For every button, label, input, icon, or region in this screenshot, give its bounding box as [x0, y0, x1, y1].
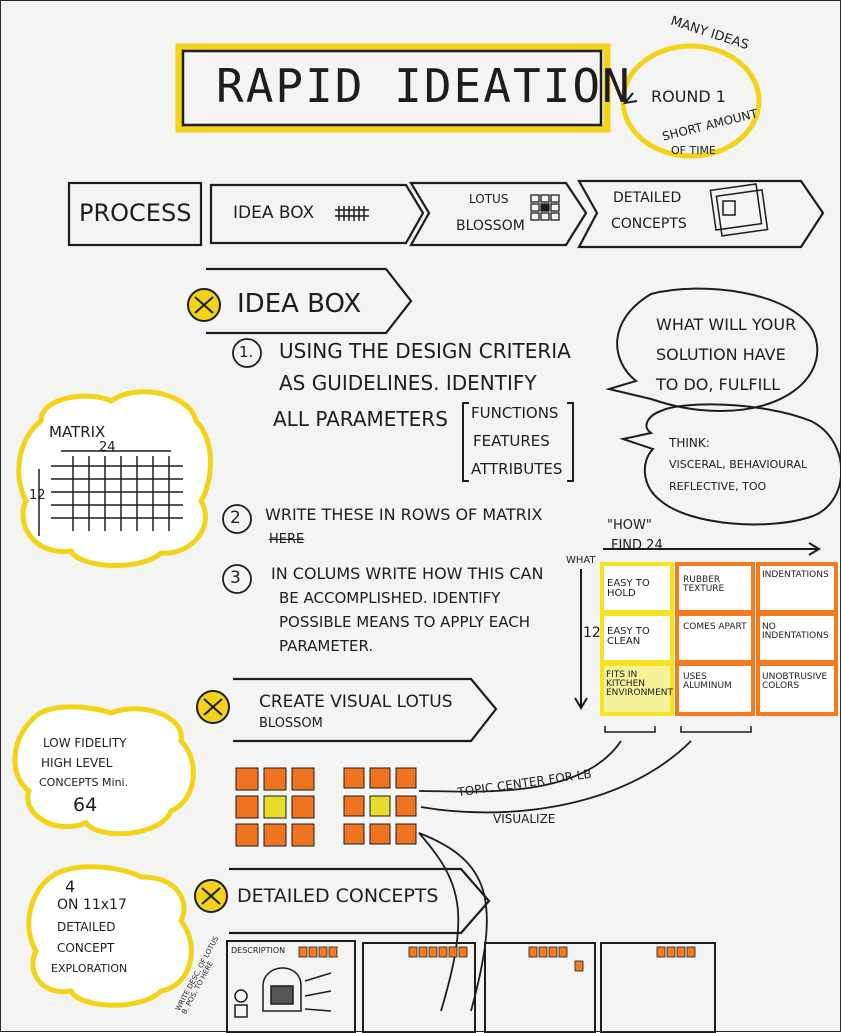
param-attributes: ATTRIBUTES: [471, 460, 563, 478]
concept-sheet-squares: [298, 946, 696, 972]
low-fi-line-2: HIGH LEVEL: [41, 756, 113, 770]
detailed-concepts-heading: DETAILED CONCEPTS: [237, 885, 439, 907]
process-label: PROCESS: [79, 199, 192, 227]
exploration-line-1: ON 11x17: [57, 897, 127, 913]
idea-step-3-line2: BE ACCOMPLISHED. IDENTIFY: [279, 589, 501, 607]
step-number-3: 3: [230, 568, 241, 588]
idea-step-3-line1: IN COLUMS WRITE HOW THIS CAN: [271, 564, 544, 583]
process-step-2-line2: BLOSSOM: [456, 218, 525, 234]
idea-step-1-line1: USING THE DESIGN CRITERIA: [279, 339, 571, 363]
idea-box-heading: IDEA BOX: [237, 289, 362, 319]
idea-step-3-line3: POSSIBLE MEANS TO APPLY EACH: [279, 613, 531, 631]
think-line-1: THINK:: [669, 436, 710, 450]
low-fi-cloud: [12, 704, 196, 837]
process-step-1: IDEA BOX: [233, 203, 315, 223]
param-features: FEATURES: [473, 432, 550, 450]
cell-no-indentations: NO INDENTATIONS: [762, 622, 829, 641]
speech-line-2: SOLUTION HAVE: [656, 345, 786, 364]
cell-unobtrusive-colors: UNOBTRUSIVE COLORS: [762, 672, 828, 691]
round-bottom-label-2: OF TIME: [671, 144, 716, 157]
matrix-rows-count: 12: [583, 625, 601, 641]
process-arrow-3: [577, 179, 825, 249]
matrix-grid: [38, 450, 183, 536]
exploration-cloud: [26, 864, 194, 1008]
matrix-label: MATRIX: [49, 423, 106, 441]
process-step-3-line2: CONCEPTS: [611, 216, 687, 232]
cell-comes-apart: COMES APART: [683, 622, 747, 632]
lotus-squares-right: [343, 767, 417, 845]
lotus-connectors: [418, 740, 692, 1012]
param-functions: FUNCTIONS: [471, 404, 559, 422]
idea-step-1-line2: AS GUIDELINES. IDENTIFY: [279, 371, 537, 395]
think-line-2: VISCERAL, BEHAVIOURAL: [669, 458, 808, 471]
how-label: "HOW": [607, 518, 652, 533]
lotus-icon: [530, 194, 560, 221]
how-matrix-grid: [600, 562, 838, 716]
how-matrix-axes: [574, 542, 821, 710]
speech-line-3: TO DO, FULFILL: [656, 375, 781, 394]
low-fi-line-4: 64: [73, 794, 98, 816]
cell-indentations: INDENTATIONS: [762, 570, 829, 580]
idea-step-3-line4: PARAMETER.: [279, 637, 374, 655]
cell-uses-aluminum: USES ALUMINUM: [683, 672, 732, 691]
lotus-squares-left: [235, 767, 315, 847]
cell-easy-to-clean: EASY TO CLEAN: [607, 626, 650, 647]
concept-sheet-icon: [709, 183, 769, 237]
low-fi-line-3: CONCEPTS Mini.: [39, 776, 129, 789]
low-fi-line-1: LOW FIDELITY: [43, 736, 127, 750]
idea-step-1-line3: ALL PARAMETERS: [273, 407, 448, 431]
process-step-2-line1: LOTUS: [469, 192, 509, 206]
matrix-rows-label: 12: [29, 488, 46, 503]
title-box-highlight: [175, 43, 611, 133]
visualize-label: VISUALIZE: [493, 812, 556, 826]
sketch-in-sheet: [234, 967, 332, 1018]
cell-fits-in-kitchen: FITS IN KITCHEN ENVIRONMENT: [606, 670, 673, 698]
round-circle: [620, 43, 762, 159]
what-label: WHAT: [566, 555, 596, 566]
sheet-description-label: DESCRIPTION: [231, 946, 286, 955]
title-box: [181, 49, 603, 127]
exploration-line-0: 4: [65, 877, 76, 896]
round-label: ROUND 1: [651, 87, 726, 106]
exploration-line-4: EXPLORATION: [51, 962, 128, 975]
speech-line-1: WHAT WILL YOUR: [656, 315, 797, 334]
page-title: RAPID IDEATION: [216, 59, 632, 113]
cell-easy-to-hold: EASY TO HOLD: [607, 578, 650, 599]
matrix-cols-label: 24: [99, 440, 116, 455]
think-line-3: REFLECTIVE, TOO: [669, 480, 767, 493]
process-arrow-2: [409, 181, 588, 247]
process-box: [67, 181, 203, 247]
lotus-heading-line2: BLOSSOM: [259, 716, 323, 731]
step-number-2: 2: [230, 508, 241, 528]
find-label: FIND 24: [611, 538, 663, 553]
exploration-line-3: CONCEPT: [57, 941, 115, 955]
lotus-heading-line1: CREATE VISUAL LOTUS: [259, 692, 453, 712]
idea-step-2-line1: WRITE THESE IN ROWS OF MATRIX: [265, 505, 543, 524]
cell-rubber-texture: RUBBER TEXTURE: [683, 575, 725, 594]
think-bubble: [619, 403, 841, 526]
process-arrows: [67, 179, 825, 249]
process-arrow-1: [209, 183, 425, 245]
step-number-1: 1.: [239, 343, 254, 361]
grid-icon: [335, 206, 369, 221]
concept-sheets: [226, 940, 716, 1033]
parameters-bracket: [462, 402, 574, 482]
idea-step-2-line2: HERE: [269, 532, 305, 547]
speech-bubble: [605, 287, 819, 413]
process-step-3-line1: DETAILED: [613, 190, 682, 206]
exploration-line-2: DETAILED: [57, 920, 116, 934]
